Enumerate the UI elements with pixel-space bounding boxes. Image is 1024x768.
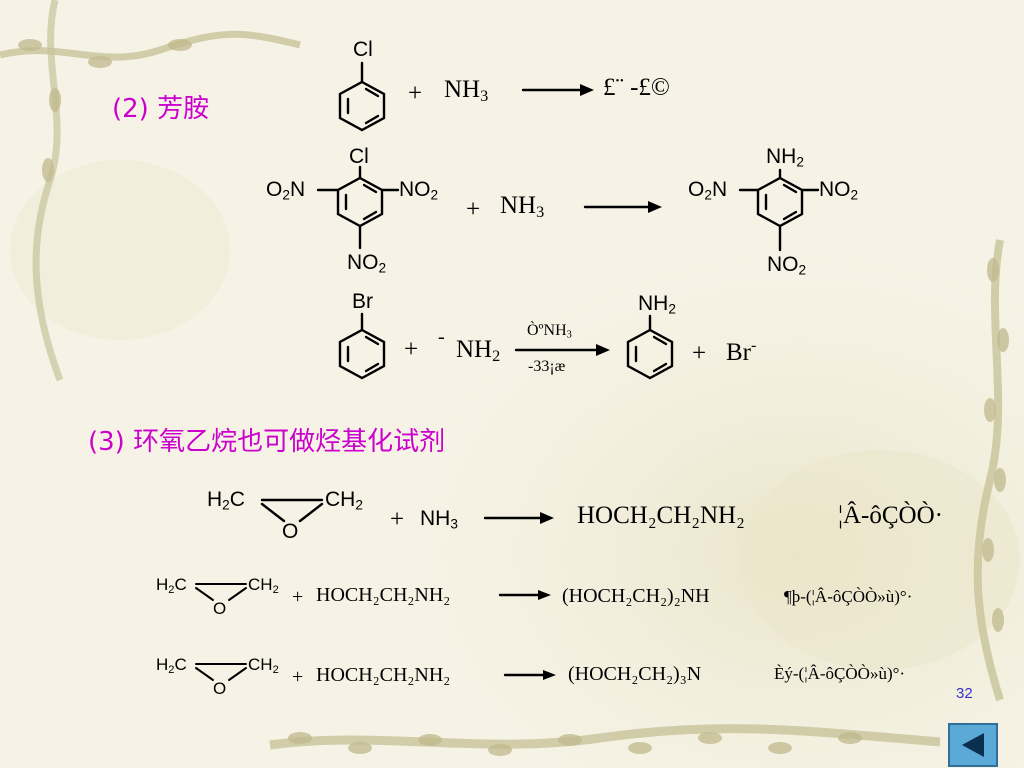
r5-reagent: HOCH₂CH₂NH₂ <box>316 584 451 606</box>
benzene-ring-chlorobenzene <box>338 61 386 132</box>
r3-product-top: NH2 <box>638 292 676 317</box>
r1-reagent: NH3 <box>444 76 489 106</box>
r3-reagent: NH2 <box>456 336 501 366</box>
previous-slide-button[interactable] <box>948 723 998 767</box>
benzene-ring-aniline <box>626 314 674 380</box>
r6-product: (HOCH₂CH₂)₃N <box>568 663 702 685</box>
epoxide-ring-2 <box>195 583 247 601</box>
r5-epoxide-right: CH2 <box>248 575 279 596</box>
r3-reactant-top: Br <box>352 290 373 313</box>
r2-product-top: NH2 <box>766 145 804 170</box>
r5-epoxide-oxygen: O <box>213 599 227 618</box>
triangle-left-icon <box>962 733 984 757</box>
r2-product-no2-right: NO2 <box>819 178 859 203</box>
benzene-ring-picramide <box>738 168 820 252</box>
r3-condition-below: -33¡æ <box>528 358 566 375</box>
r4-epoxide-oxygen: O <box>282 520 299 543</box>
r2-reactant-no2-right: NO2 <box>399 178 439 203</box>
heading-epoxide-alkylation: (3) 环氧乙烷也可做烃基化试剂 <box>88 427 446 457</box>
r5-epoxide-left: H2C <box>156 575 187 596</box>
r3-minus: - <box>438 326 445 348</box>
r4-product-name: ¦Â-ôÇÒÒ· <box>838 502 943 529</box>
r2-product-no2-bottom: NO2 <box>767 253 807 278</box>
epoxide-ring-1 <box>260 498 324 523</box>
benzene-ring-bromobenzene <box>338 312 386 380</box>
r2-reagent: NH3 <box>500 192 545 222</box>
r4-epoxide-left: H2C <box>207 488 245 513</box>
r6-plus: + <box>292 666 304 688</box>
heading-aromatic-amines: (2) 芳胺 <box>112 94 210 124</box>
r2-plus: + <box>466 196 481 223</box>
epoxide-ring-3 <box>195 663 247 681</box>
r6-epoxide-left: H2C <box>156 655 187 676</box>
r2-product-o2n: O2N <box>688 178 728 203</box>
r5-plus: + <box>292 586 304 608</box>
r1-product: £¨ -£© <box>603 74 670 101</box>
r2-reactant-no2-bottom: NO2 <box>347 251 387 276</box>
r1-plus: + <box>408 80 423 107</box>
r4-reagent: NH3 <box>420 507 458 532</box>
page-number: 32 <box>956 685 973 702</box>
r3-byproduct: Br- <box>726 336 757 366</box>
r6-epoxide-oxygen: O <box>213 679 227 698</box>
r3-condition-above: ÒºNH3 <box>527 322 572 341</box>
benzene-ring-picryl-chloride <box>316 165 400 250</box>
r5-product-name: ¶þ-(¦Â-ôÇÒÒ»ù)°· <box>784 587 913 606</box>
r4-product: HOCH₂CH₂NH₂ <box>577 502 745 529</box>
r4-epoxide-right: CH2 <box>325 488 363 513</box>
r2-reactant-top: Cl <box>349 145 369 168</box>
r3-plus: + <box>404 336 419 363</box>
r3-plus-2: + <box>692 340 707 367</box>
r1-reactant-substituent: Cl <box>353 38 373 61</box>
r6-product-name: Èý-(¦Â-ôÇÒÒ»ù)°· <box>774 664 906 683</box>
r2-reactant-o2n: O2N <box>266 178 306 203</box>
r5-product: (HOCH₂CH₂)₂NH <box>562 585 710 607</box>
r4-plus: + <box>390 506 405 533</box>
r6-reagent: HOCH₂CH₂NH₂ <box>316 664 451 686</box>
r6-epoxide-right: CH2 <box>248 655 279 676</box>
